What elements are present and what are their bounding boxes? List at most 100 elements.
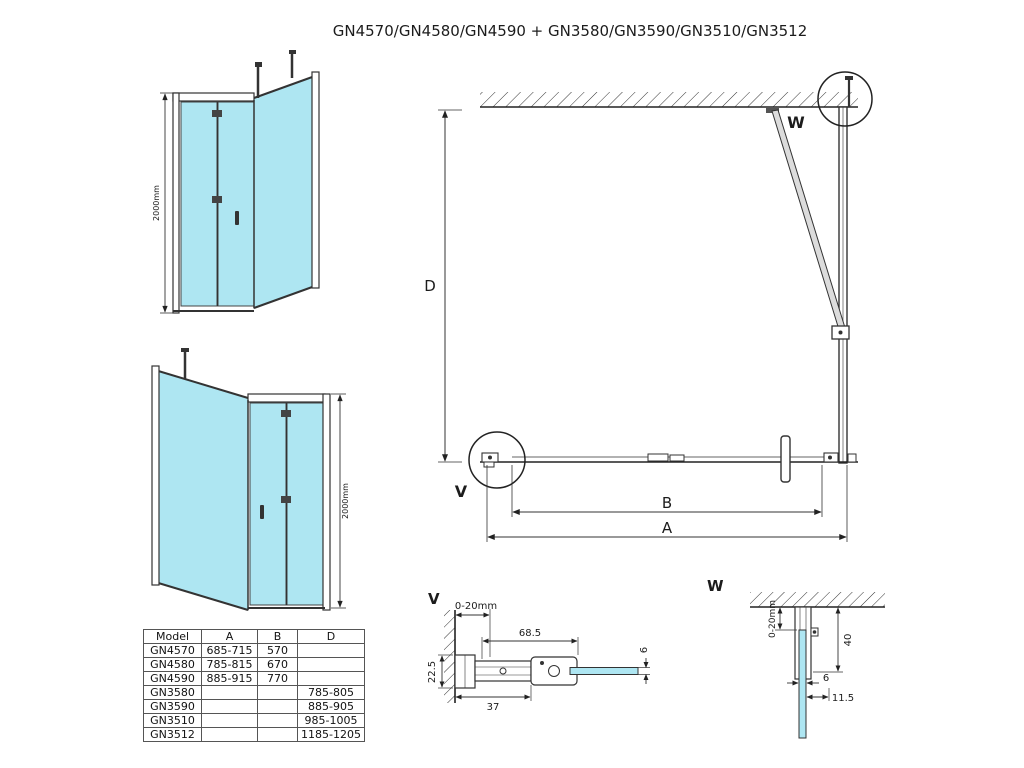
cell: 685-715 [201, 643, 258, 658]
cell: 985-1005 [297, 713, 365, 728]
cell: GN3510 [143, 713, 202, 728]
isometric-view-bottom: 2000mm [151, 348, 350, 611]
bolt-head [812, 630, 817, 634]
cell: 1185-1205 [297, 727, 365, 742]
dim-label-b: B [662, 494, 672, 512]
detail-circle-v [468, 431, 526, 489]
ceiling-hatch [750, 592, 885, 607]
hinge [212, 196, 222, 203]
cell: GN3590 [143, 699, 202, 714]
cell: 885-905 [297, 699, 365, 714]
dim-label-depth: 22.5 [427, 661, 438, 683]
detail-label-v: V [428, 590, 440, 608]
table-row: GN3590 885-905 [143, 699, 365, 714]
track-connector [669, 454, 685, 462]
detail-ref-w: W [787, 113, 805, 132]
height-dim-label: 2000mm [152, 185, 161, 221]
bracket-foot [847, 453, 857, 463]
table-row: GN4590 885-915 770 [143, 671, 365, 686]
door-glass-right [286, 402, 324, 606]
table-row: GN3580 785-805 [143, 685, 365, 700]
spec-table: Model A B D GN4570 685-715 570 GN4580 78… [143, 629, 365, 742]
bracket-screw [488, 455, 492, 460]
cell [297, 643, 365, 658]
column-header: D [297, 629, 365, 644]
glass-panel-section [798, 629, 807, 739]
table-row: GN4570 685-715 570 [143, 643, 365, 658]
wall-post [322, 393, 331, 611]
top-rail [172, 92, 255, 102]
cell [257, 685, 298, 700]
hinge [281, 410, 291, 417]
dim-label-length: 40 [843, 634, 854, 647]
door-glass-left [180, 101, 218, 307]
cell [201, 713, 258, 728]
side-glass-panel [253, 75, 316, 309]
height-dim-label: 2000mm [341, 483, 350, 519]
detail-w-section: W 0-20mm 40 6 11.5 [707, 577, 885, 739]
door-handle [260, 505, 264, 519]
profile-screw [499, 667, 507, 675]
cell: 785-815 [201, 657, 258, 672]
clamp-screw [540, 661, 544, 665]
profile-arm [474, 660, 532, 682]
side-glass-panel [154, 369, 249, 611]
table-header-row: Model A B D [143, 629, 365, 644]
table-row: GN3512 1185-1205 [143, 727, 365, 742]
brace-screw [838, 330, 843, 335]
detail-v-section: V 0-20mm 68.5 22.5 37 [427, 590, 650, 713]
dim-label-glass: 6 [639, 647, 650, 653]
bracket-foot [483, 461, 495, 468]
top-rail [247, 393, 326, 403]
hinge [212, 110, 222, 117]
cell: GN4580 [143, 657, 202, 672]
track-connector [647, 453, 669, 462]
dim-label-glass: 6 [823, 673, 829, 684]
ceiling-bracket [255, 62, 262, 67]
bottom-edge [253, 285, 316, 309]
cell: 885-915 [201, 671, 258, 686]
wall-post [172, 92, 180, 314]
door-handle [235, 211, 239, 225]
cell: GN3580 [143, 685, 202, 700]
door-glass-right [217, 101, 255, 307]
cell [201, 685, 258, 700]
support-brace [771, 109, 847, 334]
table-row: GN3510 985-1005 [143, 713, 365, 728]
wall-hatch [444, 610, 455, 703]
wall-profile [311, 71, 320, 289]
cell: 670 [257, 657, 298, 672]
brace-ceiling-fitting [766, 107, 779, 113]
ceiling-bracket [289, 50, 296, 54]
dim-label-gap: 0-20mm [768, 600, 778, 638]
bracket-screw [828, 455, 832, 460]
detail-circle-w [817, 71, 873, 127]
dim-label-width: 68.5 [519, 628, 541, 639]
cell: GN3512 [143, 727, 202, 742]
ceiling-bracket [181, 348, 189, 352]
dim-label-a: A [662, 519, 673, 537]
cell: GN4570 [143, 643, 202, 658]
main-elevation-diagram: D W V B [424, 71, 873, 542]
cell: GN4590 [143, 671, 202, 686]
page-title: GN4570/GN4580/GN4590 + GN3580/GN3590/GN3… [332, 22, 808, 40]
detail-ref-v: V [455, 482, 468, 501]
dim-label-gap: 0-20mm [455, 601, 497, 612]
seal-strip [780, 435, 791, 483]
ceiling-bracket [845, 76, 853, 80]
column-header: B [257, 629, 298, 644]
cell: 785-805 [297, 685, 365, 700]
dim-label-base: 37 [487, 702, 500, 713]
cell [201, 727, 258, 742]
table-row: GN4580 785-815 670 [143, 657, 365, 672]
hinge [281, 496, 291, 503]
cell: 770 [257, 671, 298, 686]
dim-label-d: D [424, 277, 436, 295]
column-header: Model [143, 629, 202, 644]
cell [257, 727, 298, 742]
cell [257, 699, 298, 714]
detail-label-w: W [707, 577, 724, 595]
wall-profile [151, 365, 160, 586]
cell: 570 [257, 643, 298, 658]
